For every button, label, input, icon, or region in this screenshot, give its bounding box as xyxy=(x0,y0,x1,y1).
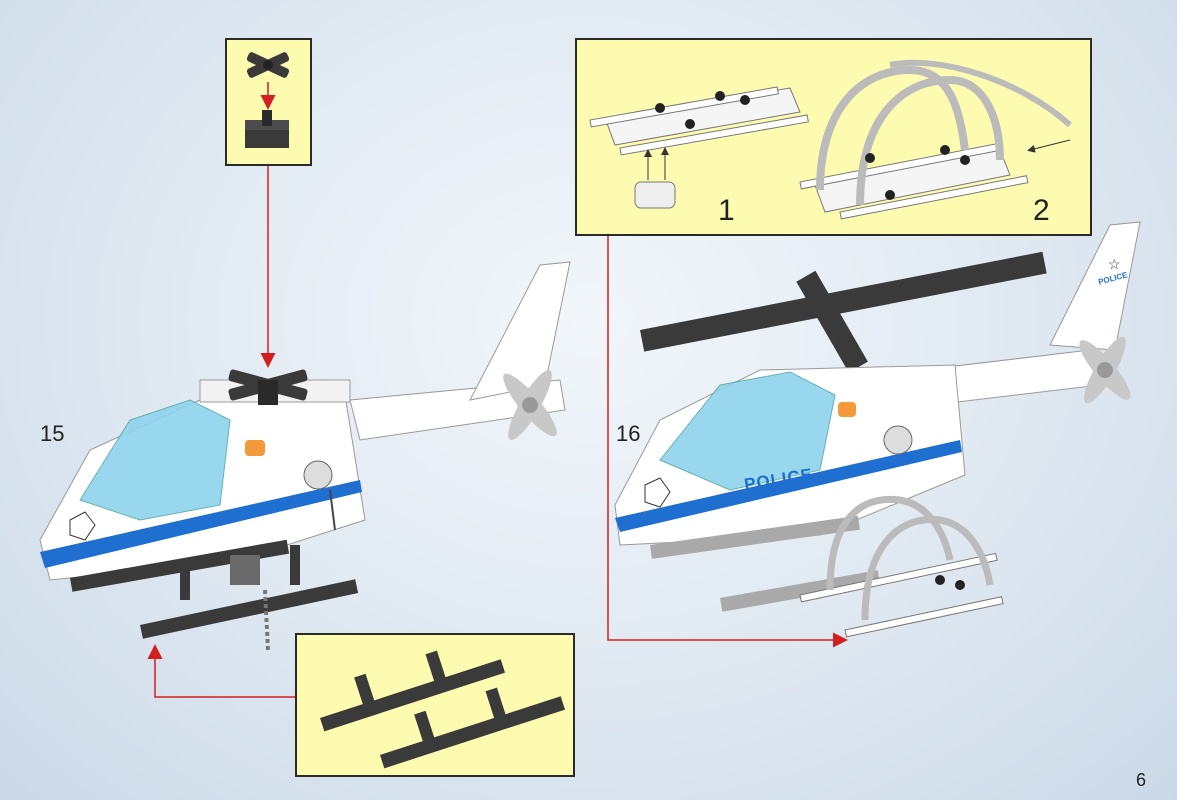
page-number: 6 xyxy=(1136,770,1147,790)
sub-step-number-1: 1 xyxy=(718,194,735,227)
step-number-16: 16 xyxy=(616,421,641,446)
skid-part-icon xyxy=(320,650,566,769)
sub-step-number-2: 2 xyxy=(1033,194,1050,227)
tail-star-icon: ☆ xyxy=(1108,256,1121,272)
stretcher-part-icon-1 xyxy=(589,86,809,209)
rotor-part-icon xyxy=(245,52,290,148)
helicopter-step-16 xyxy=(614,221,1141,638)
stretcher-part-icon-2 xyxy=(799,59,1073,220)
step-number-15: 15 xyxy=(40,421,65,446)
helicopter-step-15 xyxy=(39,261,571,651)
